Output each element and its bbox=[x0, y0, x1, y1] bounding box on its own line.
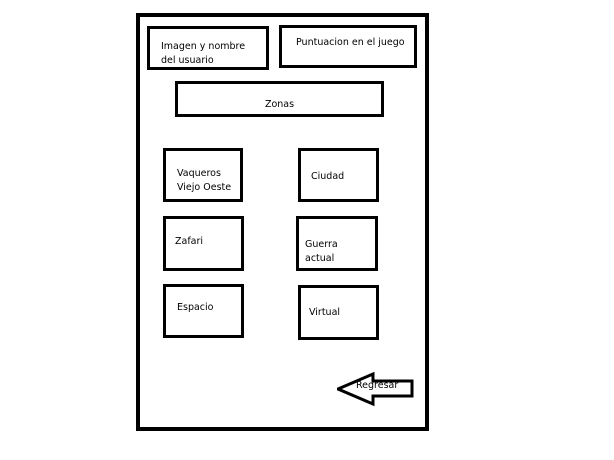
user-profile-label-line1: Imagen y nombre bbox=[161, 41, 246, 52]
zone-button-zafari[interactable]: Zafari bbox=[163, 216, 244, 271]
zones-header: Zonas bbox=[175, 81, 384, 117]
zone-vaqueros-line2: Viejo Oeste bbox=[177, 182, 232, 193]
zone-button-vaqueros[interactable]: Vaqueros Viejo Oeste bbox=[163, 148, 243, 202]
game-score-label: Puntuacion en el juego bbox=[296, 37, 405, 48]
game-score-panel: Puntuacion en el juego bbox=[279, 25, 417, 68]
user-profile-panel[interactable]: Imagen y nombre del usuario bbox=[147, 26, 269, 70]
zone-ciudad-label: Ciudad bbox=[311, 171, 345, 182]
user-profile-label-line2: del usuario bbox=[161, 55, 214, 66]
zone-guerra-line2: actual bbox=[305, 253, 335, 264]
zone-button-virtual[interactable]: Virtual bbox=[298, 285, 379, 340]
arrow-left-icon bbox=[337, 371, 414, 407]
zone-zafari-label: Zafari bbox=[175, 236, 204, 247]
zone-guerra-line1: Guerra bbox=[305, 239, 338, 250]
zone-button-espacio[interactable]: Espacio bbox=[163, 284, 244, 338]
zone-virtual-label: Virtual bbox=[309, 307, 341, 318]
zones-title: Zonas bbox=[264, 99, 295, 110]
zone-vaqueros-line1: Vaqueros bbox=[177, 168, 221, 179]
back-button[interactable]: Regresar bbox=[337, 371, 415, 407]
zone-button-guerra-actual[interactable]: Guerra actual bbox=[296, 216, 378, 271]
zone-espacio-label: Espacio bbox=[177, 302, 214, 313]
back-button-label: Regresar bbox=[356, 380, 399, 391]
zone-button-ciudad[interactable]: Ciudad bbox=[298, 148, 379, 202]
